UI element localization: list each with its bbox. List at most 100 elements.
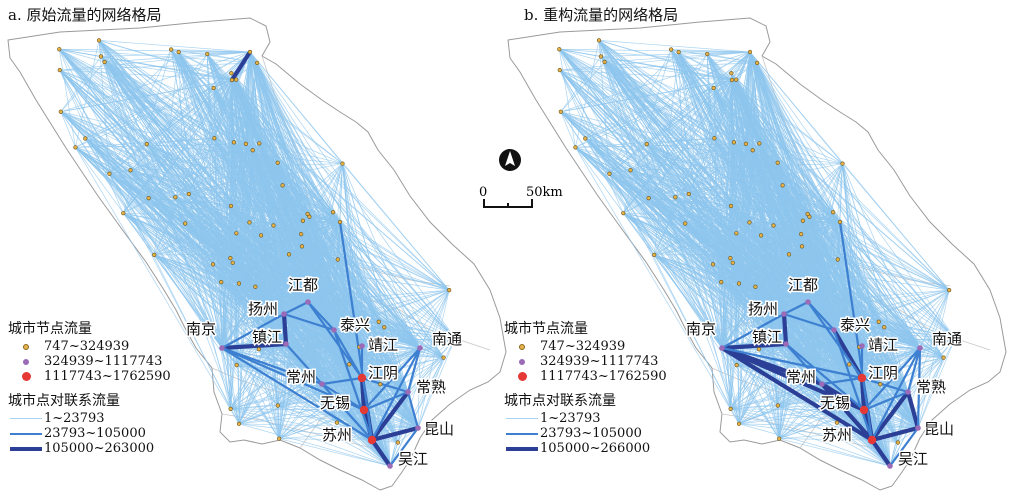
- city-node-small: [211, 85, 216, 91]
- city-node-small: [236, 421, 242, 426]
- city-node-small: [557, 47, 562, 52]
- city-node-small: [834, 420, 840, 425]
- flow-link-苏州-吴江: [369, 437, 393, 469]
- panel-b-map: 江都扬州泰兴南京镇江靖江南通常州江阴常熟无锡昆山苏州吴江: [507, 17, 1007, 491]
- city-node-small: [736, 421, 742, 426]
- county-boundary: [221, 413, 381, 451]
- city-node-small: [83, 136, 88, 141]
- flow-link-南通-苏州: [370, 346, 422, 442]
- city-node-small: [646, 196, 651, 201]
- city-node-small: [758, 233, 764, 238]
- city-node-small: [734, 231, 739, 236]
- city-node-small: [822, 402, 827, 408]
- city-node-small: [152, 252, 157, 257]
- city-node-small: [669, 47, 674, 52]
- city-node-small: [280, 183, 285, 188]
- city-node-small: [362, 319, 367, 324]
- city-node-small: [144, 142, 149, 147]
- legend-node-row: 747~324939: [504, 339, 667, 354]
- city-node-small: [557, 67, 562, 73]
- city-node-small: [236, 281, 242, 286]
- city-node-small: [73, 145, 78, 150]
- city-node-small: [598, 54, 604, 59]
- city-node-small: [334, 420, 340, 425]
- city-node-small: [780, 183, 785, 188]
- city-node-small: [583, 136, 588, 141]
- city-node-small: [331, 210, 336, 215]
- city-node-small: [255, 60, 260, 65]
- city-node-small: [452, 336, 458, 341]
- legend-b: 城市节点流量 747~324939 324939~1117743 1117743…: [504, 321, 667, 457]
- city-node-small: [57, 47, 62, 52]
- flow-link-南京-扬州: [720, 312, 786, 350]
- city-node-small: [835, 257, 840, 262]
- city-node-small: [882, 325, 887, 330]
- flow-link-苏州-常熟: [869, 389, 911, 443]
- city-label: 镇江: [752, 328, 782, 346]
- city-node-small: [57, 67, 62, 73]
- city-node-small: [275, 403, 280, 408]
- city-node-small: [121, 211, 126, 216]
- city-label: 昆山: [924, 420, 954, 438]
- city-node-small: [644, 142, 649, 147]
- city-node-small: [673, 195, 678, 200]
- city-node-small: [447, 288, 452, 293]
- city-node-泰兴: [831, 327, 837, 333]
- flow-link-南京-无锡: [719, 345, 867, 413]
- city-node-small: [747, 220, 752, 225]
- city-node-small: [728, 406, 733, 412]
- city-node-small: [862, 319, 867, 324]
- county-boundary: [721, 413, 881, 451]
- flow-link-扬州-镇江: [781, 311, 789, 347]
- city-node-small: [340, 161, 345, 166]
- city-node-small: [710, 262, 716, 267]
- city-node-small: [730, 260, 735, 265]
- legend-link-row: 23793~105000: [8, 426, 171, 441]
- city-node-small: [183, 221, 188, 226]
- city-node-small: [257, 141, 262, 146]
- city-node-small: [347, 362, 352, 367]
- city-node-南通: [917, 345, 923, 351]
- city-node-南京: [219, 345, 225, 351]
- city-node-small: [176, 50, 181, 55]
- city-node-苏州: [867, 435, 877, 445]
- city-node-small: [831, 210, 836, 215]
- city-node-small: [256, 347, 261, 352]
- city-node-small: [305, 211, 310, 217]
- city-node-small: [395, 440, 401, 445]
- legend-node-title: 城市节点流量: [504, 321, 588, 337]
- city-node-small: [58, 109, 63, 114]
- city-label: 苏州: [322, 426, 352, 444]
- city-node-small: [652, 252, 657, 257]
- city-node-small: [895, 440, 901, 445]
- city-node-扬州: [781, 311, 787, 317]
- scale-bar: 0 50km: [470, 147, 570, 217]
- flow-link-南京-扬州: [220, 312, 286, 350]
- city-node-small: [376, 319, 381, 324]
- city-node-small: [96, 38, 102, 43]
- city-node-常熟: [905, 389, 911, 395]
- legend-node-row: 747~324939: [8, 339, 171, 354]
- flow-link-南通-无锡: [862, 346, 922, 412]
- city-node-small: [382, 325, 387, 330]
- flow-link-南通-昆山: [916, 346, 922, 430]
- city-node-small: [275, 160, 280, 165]
- city-node-昆山: [415, 425, 421, 431]
- city-node-small: [300, 218, 306, 223]
- flow-link-南京-镇江: [719, 341, 789, 351]
- city-node-small: [750, 148, 755, 153]
- city-label: 吴江: [398, 450, 428, 468]
- city-node-small: [128, 168, 133, 173]
- city-node-small: [210, 262, 216, 267]
- flow-link-江都-江阴: [806, 300, 864, 380]
- flow-link-常州-江阴: [820, 376, 864, 386]
- flow-link-南通-苏州: [870, 346, 922, 442]
- flow-link-北部2-北部3: [229, 49, 253, 83]
- city-node-small: [250, 148, 255, 153]
- city-node-常州: [319, 381, 325, 387]
- flow-link-北部1-苏州: [838, 220, 874, 442]
- flow-link-无锡-江阴: [859, 375, 867, 413]
- city-node-small: [844, 322, 849, 327]
- city-node-常州: [819, 381, 825, 387]
- city-node-small: [847, 362, 852, 367]
